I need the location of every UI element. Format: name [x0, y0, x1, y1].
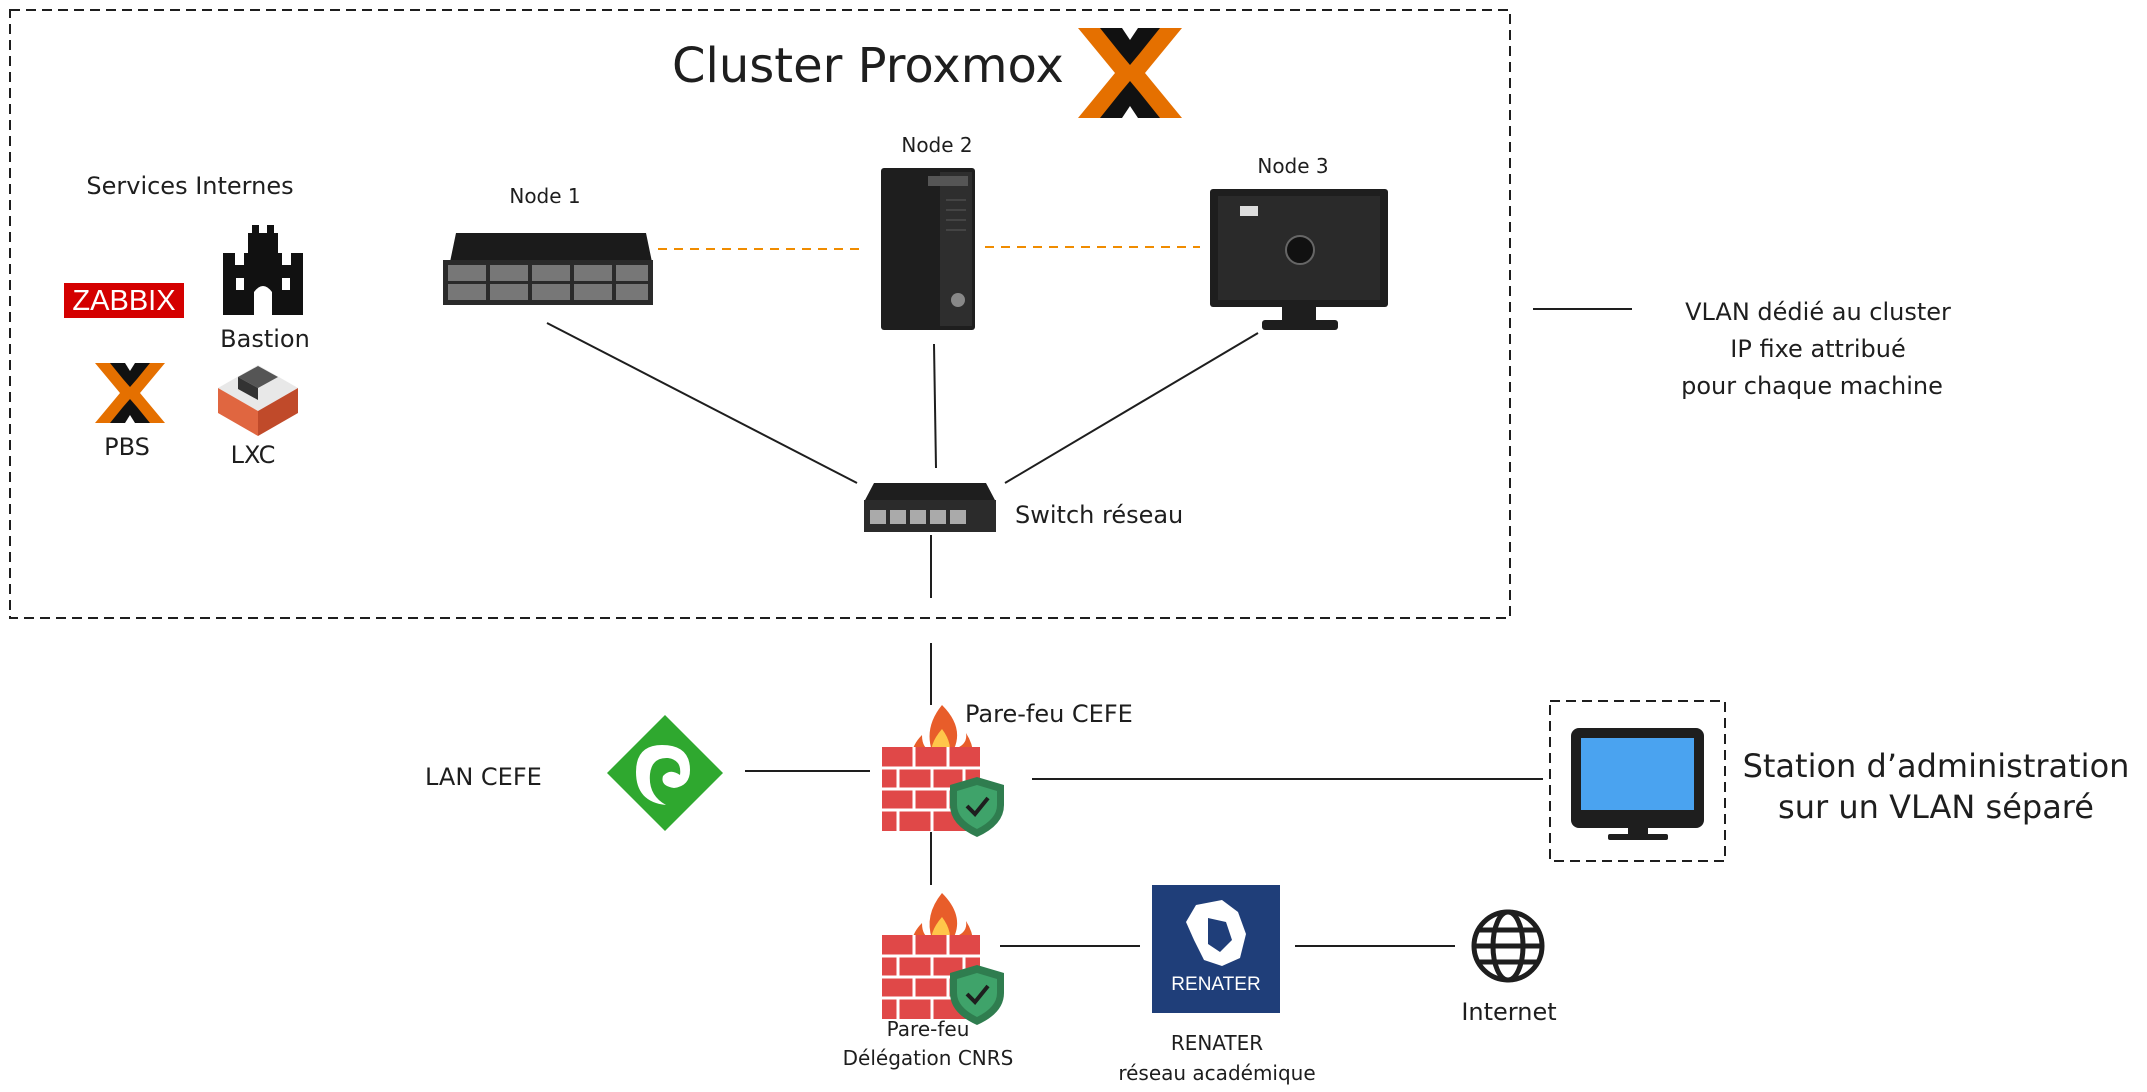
admin-station-frame: [1549, 700, 1726, 862]
firewall-icon: [882, 705, 1004, 837]
node1-label: Node 1: [509, 184, 580, 208]
tower-server-icon: [881, 168, 975, 330]
lxc-label: LXC: [231, 441, 276, 469]
vlan-note-line2: IP fixe attribué: [1730, 335, 1905, 363]
rack-server-icon: [443, 233, 653, 305]
lan-label: LAN CEFE: [425, 763, 542, 791]
pbs-icon: [95, 363, 165, 423]
globe-icon: [1471, 909, 1545, 983]
zabbix-icon: ZABBIX: [64, 283, 184, 318]
renater-logo-text: RENATER: [1171, 974, 1260, 995]
node2-label: Node 2: [901, 133, 972, 157]
node1-switch-link: [546, 322, 858, 484]
lxc-icon: [218, 365, 298, 436]
bastion-label: Bastion: [220, 325, 310, 353]
network-switch-icon: [864, 483, 996, 532]
node2-switch-link: [933, 343, 937, 469]
castle-icon: [223, 225, 303, 315]
internet-label: Internet: [1461, 998, 1556, 1026]
admin-station-line1: Station d’administration: [1743, 747, 2130, 785]
node3-switch-link: [1004, 332, 1259, 484]
pbs-label: PBS: [104, 433, 150, 461]
zabbix-logo-text: ZABBIX: [72, 285, 175, 317]
vlan-note-line3: pour chaque machine: [1681, 372, 1943, 400]
cluster-title: Cluster Proxmox: [672, 38, 1064, 94]
lan-logo-icon: [607, 715, 723, 831]
renater-line2: réseau académique: [1118, 1061, 1315, 1085]
firewall-cnrs-line2: Délégation CNRS: [843, 1046, 1014, 1070]
switch-label: Switch réseau: [1015, 501, 1183, 529]
firewall-cnrs-line1: Pare-feu: [887, 1017, 970, 1041]
vlan-note-line1: VLAN dédié au cluster: [1685, 298, 1951, 326]
cluster-frame: [9, 9, 1511, 619]
all-in-one-pc-icon: [1210, 189, 1388, 330]
monitor-icon: [1571, 728, 1704, 840]
firewall-cefe-label: Pare-feu CEFE: [965, 700, 1133, 728]
admin-station-line2: sur un VLAN séparé: [1778, 788, 2094, 826]
firewall-icon: [882, 893, 1004, 1025]
internal-services-heading: Services Internes: [86, 172, 293, 200]
node3-label: Node 3: [1257, 154, 1328, 178]
proxmox-logo-icon: [1078, 28, 1182, 118]
renater-logo-icon: RENATER: [1152, 885, 1280, 1013]
renater-line1: RENATER: [1171, 1031, 1263, 1055]
